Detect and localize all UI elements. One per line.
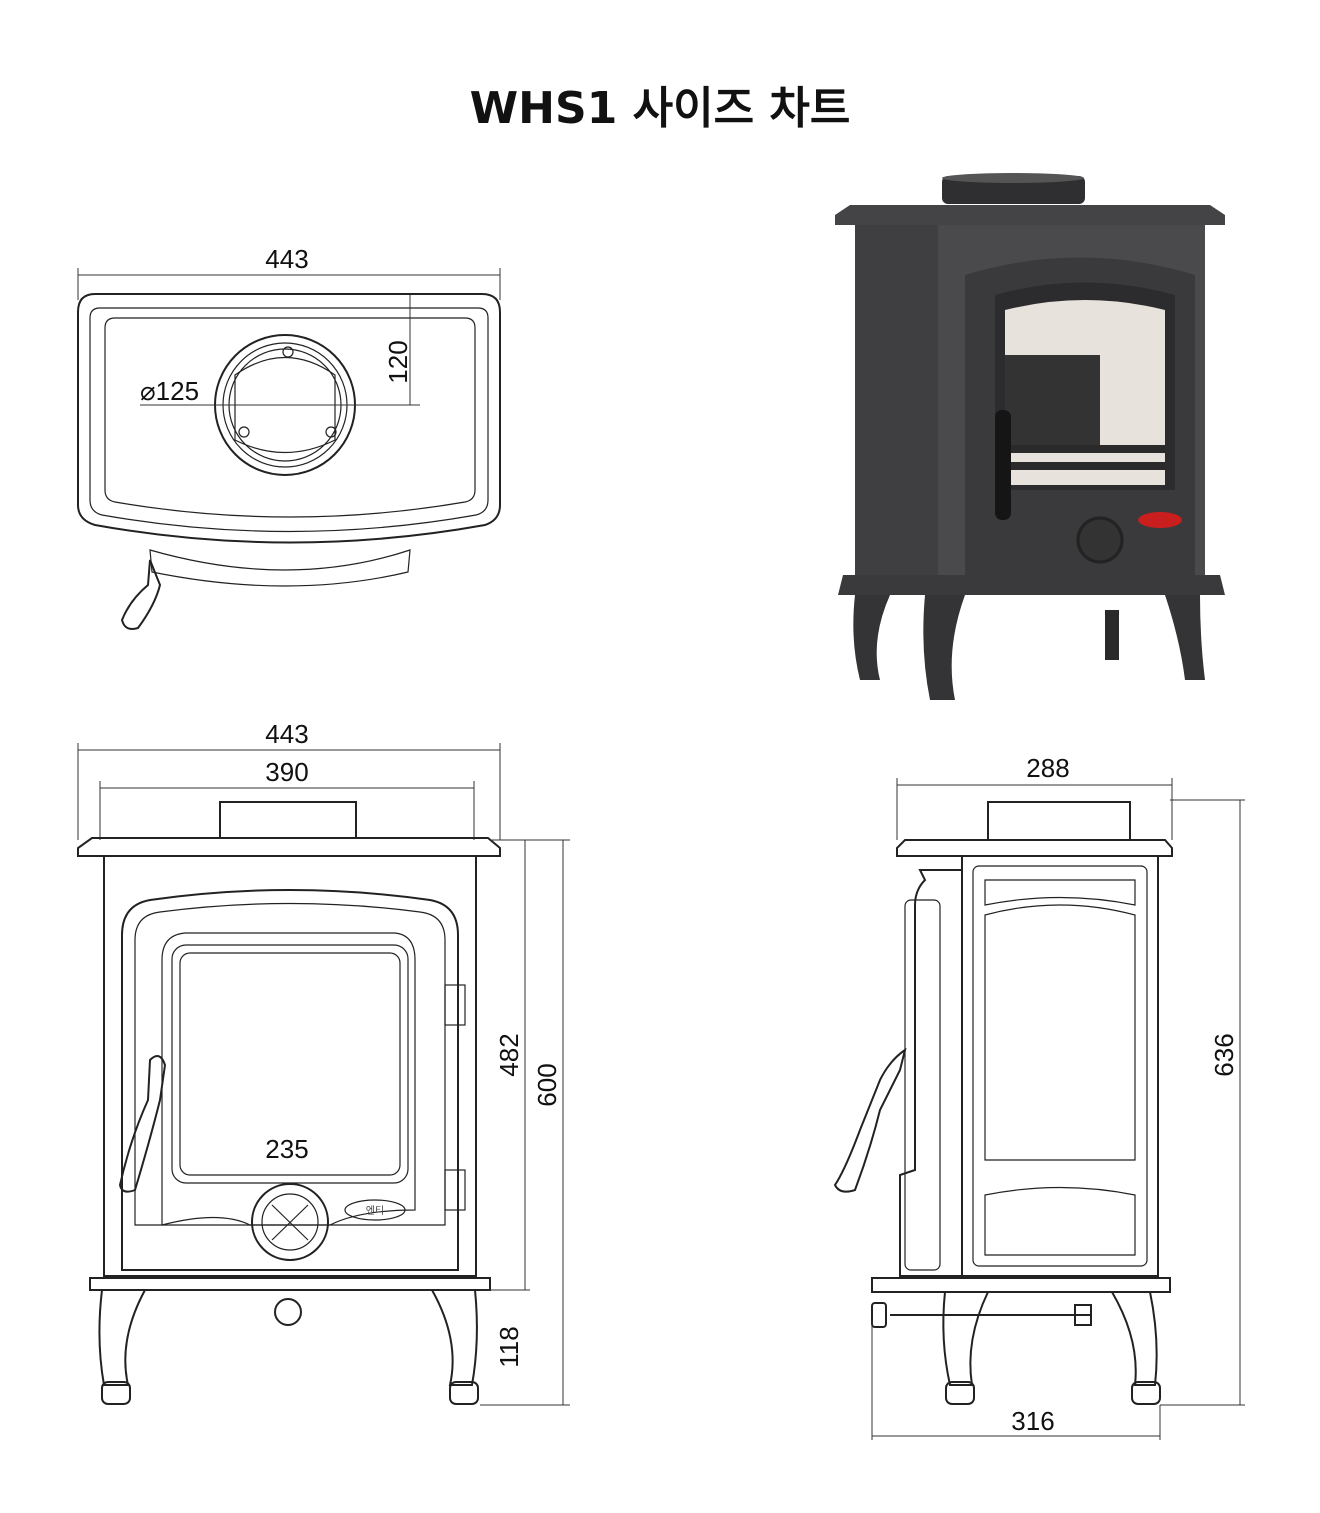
top-view-drawing: 443 120 ⌀125 xyxy=(77,244,501,630)
side-view-drawing: 288 636 316 xyxy=(833,753,1245,1440)
front-top-width-label: 390 xyxy=(265,757,308,787)
stove-photo xyxy=(835,173,1225,700)
brand-badge xyxy=(1138,512,1182,528)
side-total-height-label: 636 xyxy=(1209,1033,1239,1076)
front-total-height-label: 600 xyxy=(532,1063,562,1106)
flue-depth-label: 120 xyxy=(383,340,413,383)
top-width-label: 443 xyxy=(265,244,308,274)
front-leg-height-label: 118 xyxy=(494,1326,524,1367)
page-title: WHS1 사이즈 차트 xyxy=(469,83,851,134)
front-outer-width-label: 443 xyxy=(265,719,308,749)
front-glass-width-label: 235 xyxy=(265,1134,308,1164)
side-base-depth-label: 316 xyxy=(1011,1406,1054,1436)
flue-diameter-label: ⌀125 xyxy=(140,376,199,406)
side-top-depth-label: 288 xyxy=(1026,753,1069,783)
front-badge-label: 엔티 xyxy=(366,1205,384,1217)
front-body-height-label: 482 xyxy=(494,1033,524,1076)
front-view-drawing: 443 390 엔티 482 600 118 235 xyxy=(77,719,570,1406)
